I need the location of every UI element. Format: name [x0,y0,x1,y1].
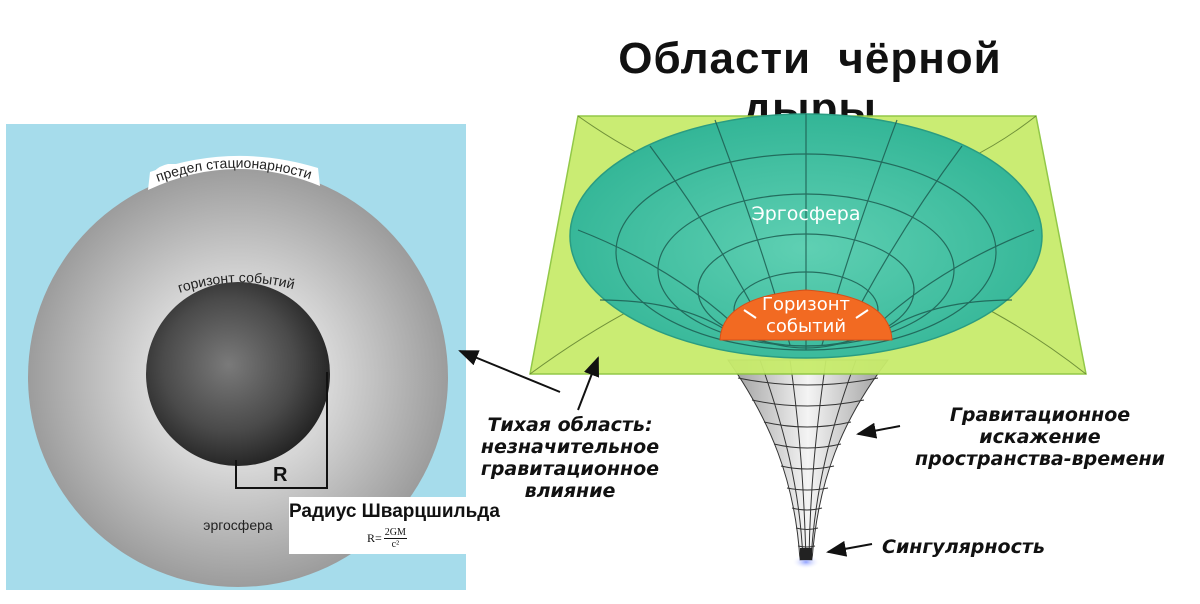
distortion-annotation: Гравитационное искажение пространства-вр… [900,404,1180,470]
distortion-line: Гравитационное [949,404,1131,426]
distortion-line: пространства-времени [915,448,1165,470]
horizon-label-line2: событий [766,316,846,337]
distortion-line: искажение [979,426,1101,448]
singularity-annotation: Сингулярность [882,536,1045,558]
gravity-well-funnel [727,359,890,561]
event-horizon-sphere [146,282,330,466]
formula-fraction: 2GM c² [383,527,407,550]
formula-numerator: 2GM [383,527,407,539]
radius-bracket [235,372,328,489]
funnel-grid [737,359,879,561]
schwarzschild-box: Радиус Шварцшильда R= 2GM c² [289,497,500,554]
quiet-region-line: незначительное [480,436,660,458]
radius-symbol: R [273,464,288,486]
arrow-to-singularity [826,540,873,557]
schwarzschild-formula: R= 2GM c² [367,527,407,550]
arrow-to-left-diagram [458,350,561,393]
formula-lhs: R= [367,531,382,545]
quiet-region-line: гравитационное [480,458,660,480]
arrow-to-quiet-region [577,356,600,411]
ergosphere-label-left: эргосфера [203,517,273,533]
formula-denominator: c² [391,539,400,550]
quiet-region-line: влияние [524,480,616,502]
singularity-glow [792,555,820,569]
horizon-arrow-right [855,309,869,319]
singularity-point [800,548,812,560]
page-title: Области чёрной дыры [618,34,1002,133]
horizon-label-line1: Горизонт [762,294,850,315]
quiet-region-annotation: Тихая область: незначительное гравитацио… [470,414,670,502]
annotation-arrows [458,350,901,557]
horizon-arrow-left [743,309,757,319]
right-diagram: Эргосфера Горизонт событий [529,113,1087,569]
quiet-region-line: Тихая область: [487,414,653,436]
schwarzschild-title: Радиус Шварцшильда [289,501,500,522]
ergosphere-label-right: Эргосфера [751,203,860,225]
arrow-to-distortion [856,422,901,439]
event-horizon-dome [719,289,893,341]
